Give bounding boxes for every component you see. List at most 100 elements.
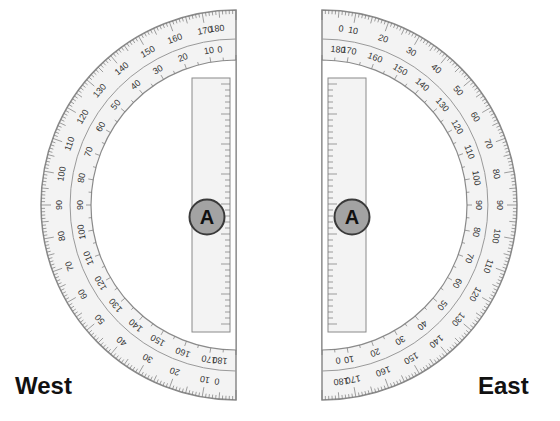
tick-mark	[89, 77, 92, 80]
tick-mark	[466, 217, 469, 218]
tick-mark	[103, 345, 106, 348]
tick-mark	[127, 363, 129, 366]
tick-mark	[489, 110, 492, 112]
tick-mark	[475, 320, 478, 322]
outer-scale-number: 80	[491, 169, 502, 180]
tick-mark	[119, 358, 121, 361]
tick-mark	[499, 277, 503, 278]
tick-mark	[173, 21, 174, 25]
tick-mark	[225, 198, 230, 199]
tick-mark	[78, 90, 81, 92]
tick-mark	[395, 331, 398, 335]
tick-mark	[486, 303, 489, 305]
tick-mark	[507, 157, 511, 159]
tick-mark	[52, 142, 56, 143]
tick-mark	[385, 22, 388, 31]
tick-mark	[406, 30, 408, 34]
tick-mark	[96, 338, 99, 341]
tick-mark	[141, 34, 143, 37]
tick-mark	[328, 252, 333, 253]
tick-mark	[334, 349, 335, 352]
tick-mark	[102, 142, 105, 143]
tick-mark	[225, 192, 230, 193]
tick-mark	[415, 316, 418, 320]
tick-mark	[459, 70, 462, 73]
tick-mark	[466, 77, 469, 80]
tick-mark	[325, 396, 326, 400]
tick-mark	[74, 312, 77, 314]
tick-mark	[513, 201, 517, 202]
tick-mark	[53, 138, 62, 141]
tick-mark	[131, 100, 133, 102]
tick-mark	[347, 57, 349, 62]
tick-mark	[86, 205, 91, 206]
tick-mark	[221, 294, 230, 295]
tick-mark	[448, 130, 452, 133]
tick-mark	[328, 162, 333, 163]
tick-mark	[108, 58, 111, 61]
tick-mark	[131, 308, 133, 310]
tick-mark	[334, 58, 335, 61]
tick-mark	[225, 162, 230, 163]
tick-mark	[130, 365, 132, 368]
tick-mark	[161, 75, 164, 79]
tick-mark	[453, 142, 456, 143]
tick-mark	[141, 372, 143, 375]
tick-mark	[219, 11, 221, 18]
tick-mark	[41, 218, 45, 219]
tick-mark	[72, 99, 75, 101]
tick-mark	[412, 33, 414, 37]
tick-mark	[202, 13, 204, 23]
tick-mark	[328, 276, 333, 277]
tick-mark	[462, 166, 465, 168]
tick-mark	[328, 234, 337, 235]
inner-scale-number: 80	[470, 226, 481, 237]
tick-mark	[103, 62, 106, 65]
tick-mark	[491, 113, 495, 115]
tick-mark	[221, 144, 230, 145]
tick-mark	[480, 312, 483, 314]
outer-scale-number: 10	[347, 25, 358, 36]
tick-mark	[80, 88, 83, 90]
tick-mark	[225, 270, 230, 271]
tick-mark	[195, 14, 197, 18]
inner-scale-number: 90	[474, 200, 483, 210]
tick-mark	[223, 349, 224, 352]
tick-mark	[426, 365, 428, 368]
tick-mark	[328, 168, 333, 169]
tick-mark	[322, 10, 323, 20]
tick-mark	[236, 55, 237, 60]
tick-mark	[225, 306, 230, 307]
tick-mark	[225, 396, 226, 400]
tick-mark	[225, 210, 230, 211]
tick-mark	[89, 330, 92, 333]
tick-mark	[41, 208, 45, 209]
tick-mark	[42, 184, 46, 185]
tick-mark	[121, 109, 125, 112]
tick-mark	[232, 10, 233, 14]
tick-mark	[225, 156, 230, 157]
tick-mark	[401, 28, 404, 34]
tick-mark	[139, 36, 144, 45]
tick-mark	[102, 266, 105, 267]
tick-mark	[420, 38, 422, 41]
tick-mark	[328, 186, 333, 187]
tick-mark	[513, 194, 517, 195]
tick-mark	[163, 24, 164, 28]
tick-mark	[434, 360, 436, 363]
tick-mark	[504, 171, 514, 173]
tick-mark	[45, 244, 49, 246]
tick-mark	[359, 62, 361, 65]
tick-mark	[46, 247, 50, 249]
tick-mark	[341, 395, 342, 399]
tick-mark	[208, 12, 210, 16]
tick-mark	[496, 283, 500, 285]
tick-mark	[372, 341, 374, 346]
tick-mark	[511, 234, 515, 236]
tick-mark	[130, 41, 132, 44]
tick-mark	[328, 222, 333, 223]
tick-mark	[198, 14, 200, 18]
tick-mark	[88, 230, 93, 232]
tick-mark	[41, 201, 45, 202]
tick-mark	[229, 396, 230, 400]
